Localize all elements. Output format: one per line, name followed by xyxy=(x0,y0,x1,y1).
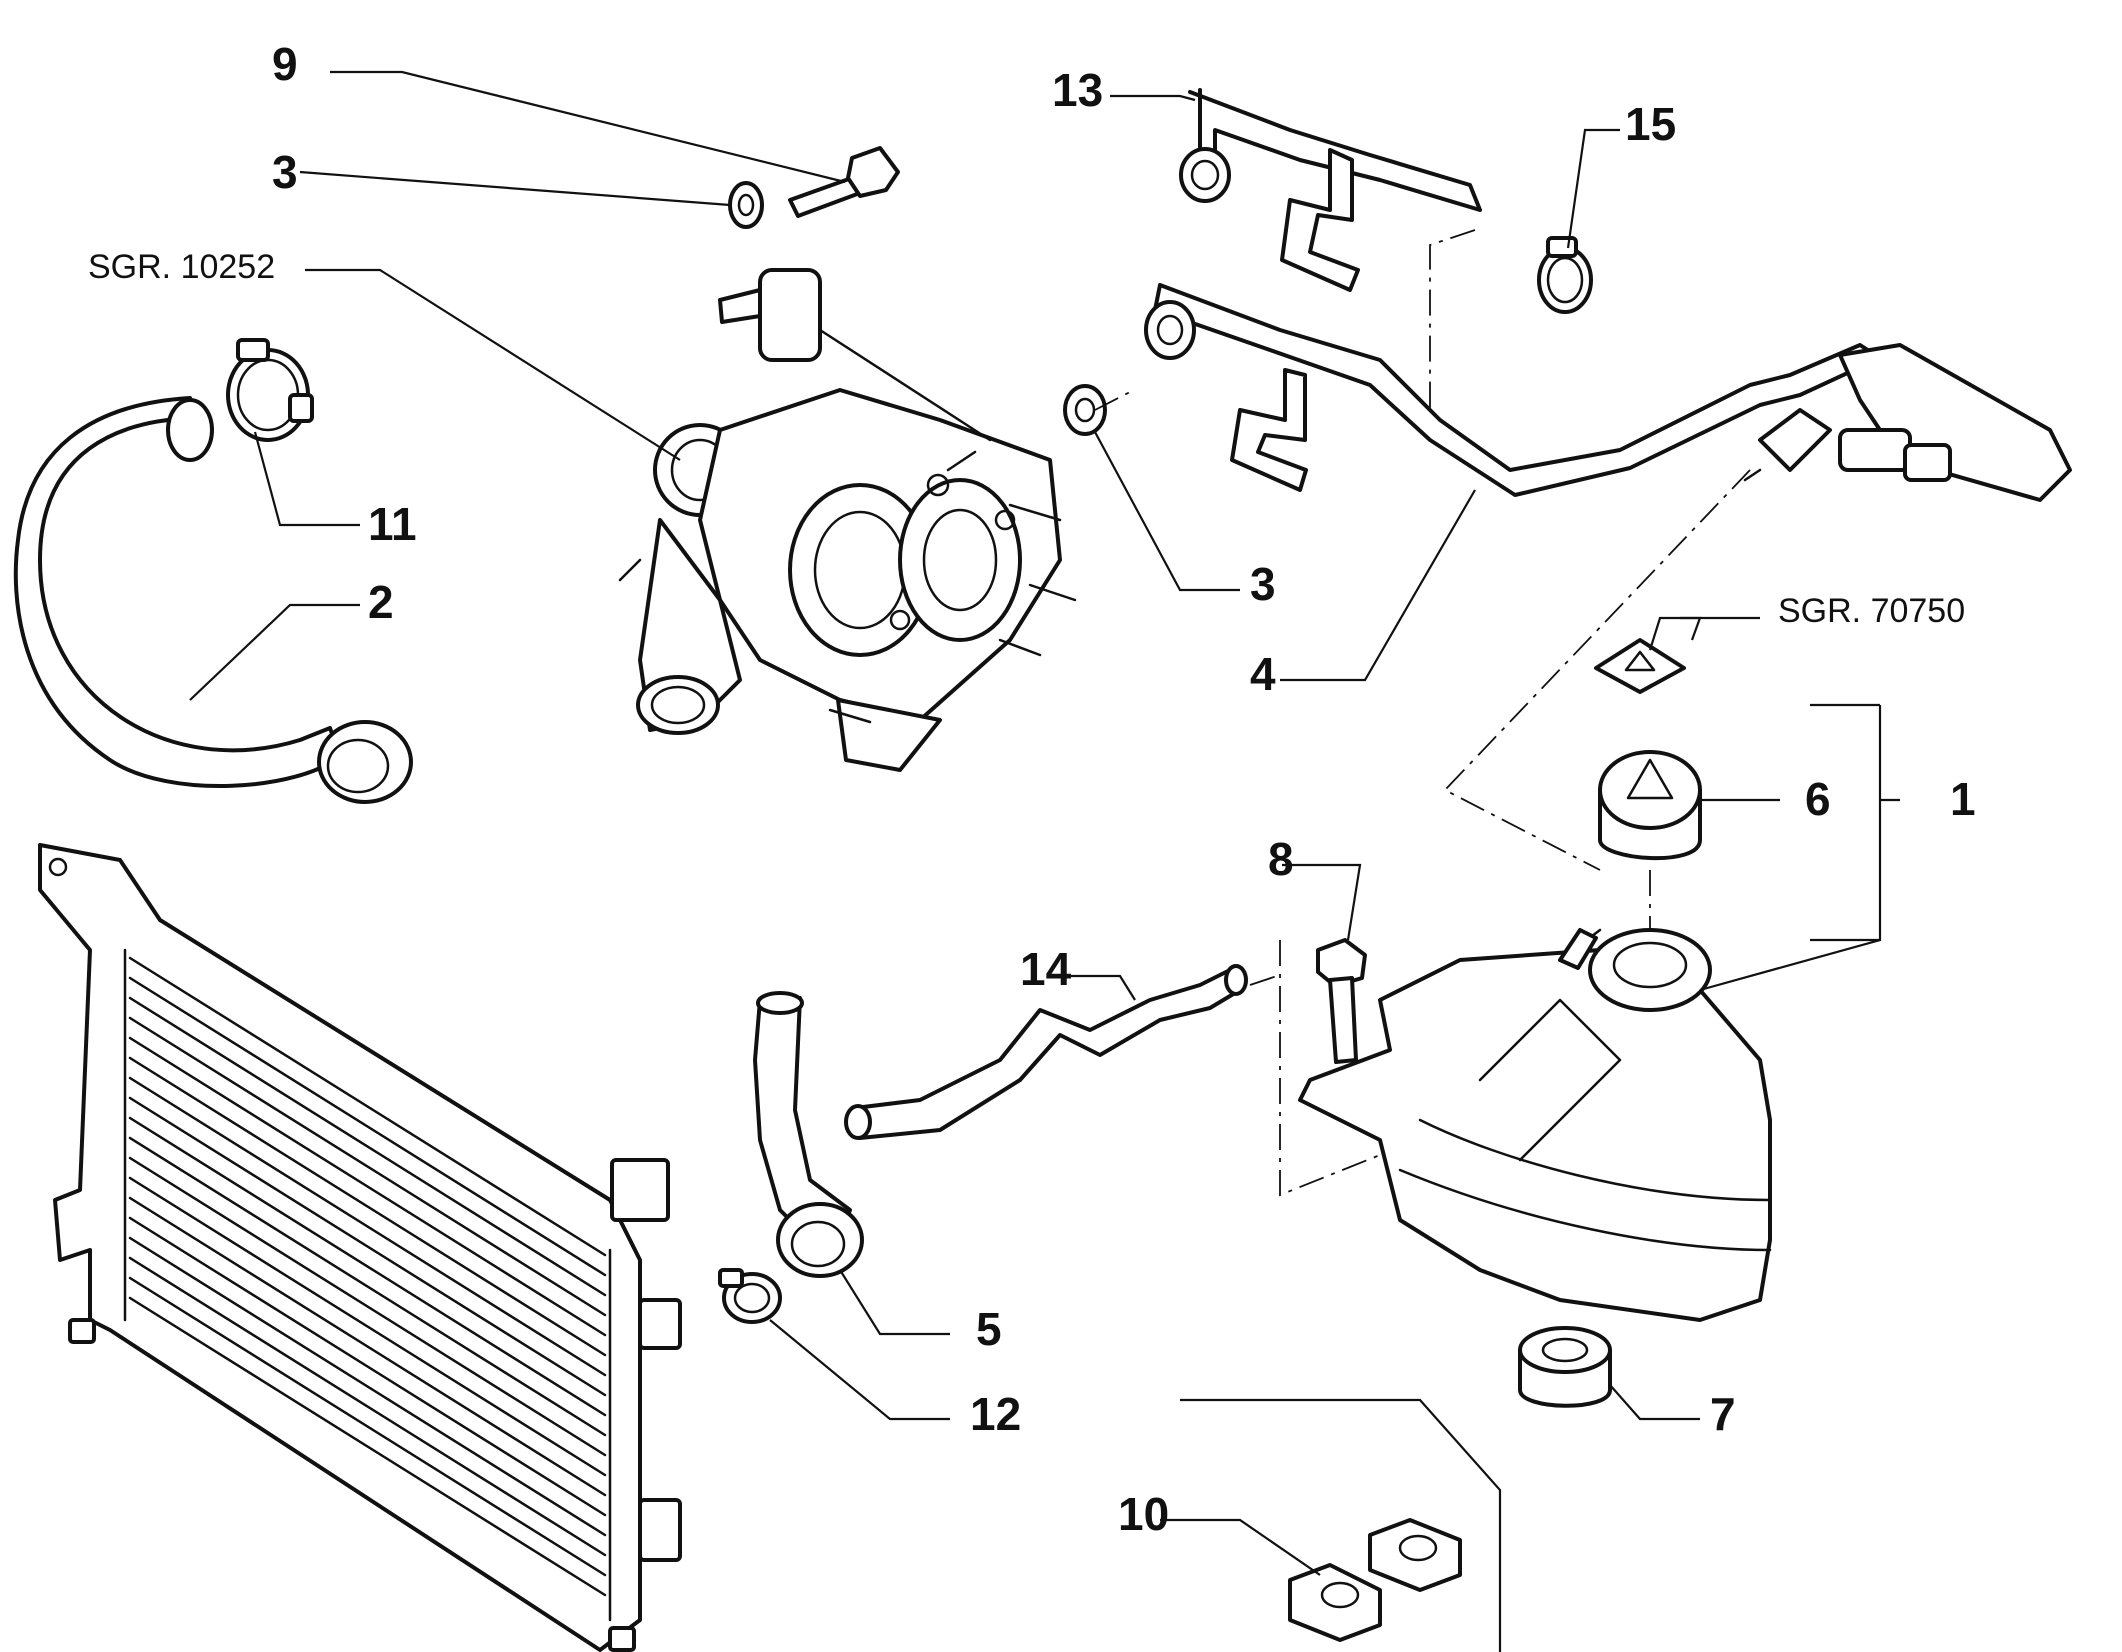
callout-2: 2 xyxy=(368,576,394,628)
warning-label-part xyxy=(1594,638,1686,694)
hose-clamp-11-part xyxy=(226,338,314,442)
callout-15: 15 xyxy=(1625,98,1676,150)
callout-5: 5 xyxy=(976,1303,1002,1355)
callout-13: 13 xyxy=(1052,64,1103,116)
reference-sgr-70750: SGR. 70750 xyxy=(1778,592,1965,630)
expansion-tank-part xyxy=(1298,928,1772,1322)
callout-8: 8 xyxy=(1268,833,1294,885)
clip-10-part xyxy=(1288,1518,1462,1642)
callout-10: 10 xyxy=(1118,1488,1169,1540)
callout-11: 11 xyxy=(368,498,417,550)
washer-middle-part xyxy=(1063,384,1107,436)
reference-labels: SGR. 10252 SGR. 70750 xyxy=(88,248,1965,630)
grommet-part xyxy=(1518,1326,1612,1408)
callout-14: 14 xyxy=(1020,943,1072,995)
alignment-lines xyxy=(1094,229,1751,1197)
callout-1: 1 xyxy=(1950,773,1976,825)
turbocharger-assembly xyxy=(618,268,1077,772)
callout-3: 3 xyxy=(1250,558,1276,610)
pipe-13-part xyxy=(1179,88,1482,292)
reference-sgr-10252: SGR. 10252 xyxy=(88,248,275,286)
bolt-part xyxy=(788,146,900,218)
hose-14-part xyxy=(844,964,1248,1140)
callout-labels: 9 3 11 2 13 15 3 4 6 1 8 14 5 12 7 10 xyxy=(272,38,1976,1540)
filler-cap-part xyxy=(1598,750,1702,861)
hose-clamp-12-part xyxy=(718,1268,782,1324)
radiator-part xyxy=(38,843,682,1652)
hose-2-part xyxy=(13,396,413,804)
callout-3: 3 xyxy=(272,146,298,198)
hose-5-part xyxy=(753,991,864,1278)
callout-4: 4 xyxy=(1250,648,1276,700)
pipe-4-part xyxy=(1144,283,2072,502)
callout-12: 12 xyxy=(970,1388,1021,1440)
callout-9: 9 xyxy=(272,38,298,90)
callout-7: 7 xyxy=(1710,1388,1736,1440)
radiator-fins xyxy=(128,956,607,1597)
hose-clamp-15-part xyxy=(1537,236,1593,314)
leader-lines xyxy=(189,70,1900,1652)
bolt-8-part xyxy=(1316,938,1367,1064)
callout-6: 6 xyxy=(1805,773,1831,825)
washer-upper-part xyxy=(728,181,764,229)
